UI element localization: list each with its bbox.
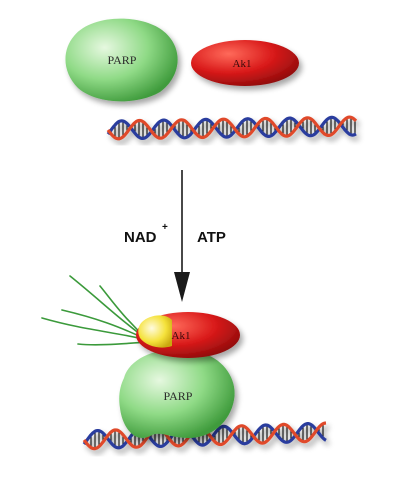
phosphorylation-patch <box>138 315 172 348</box>
reaction-arrow <box>174 170 190 302</box>
dna-strand-blue <box>106 115 357 140</box>
atp-label: ATP <box>197 229 226 246</box>
top-parp-label: PARP <box>108 53 137 67</box>
nad-label: NAD <box>124 229 157 246</box>
par-chains <box>41 275 149 346</box>
top-parp-protein <box>65 18 178 102</box>
dna-strand-blue <box>82 422 327 450</box>
top-akt-protein <box>191 40 299 86</box>
top-akt-label: Ak1 <box>233 58 252 70</box>
bottom-parp-protein <box>119 349 235 438</box>
top-dna-helix <box>106 115 358 141</box>
nad-superscript: + <box>162 222 168 233</box>
bottom-akt-label: Ak1 <box>172 330 191 342</box>
bottom-parp-label: PARP <box>164 389 193 403</box>
dna-strand-red <box>106 115 358 141</box>
